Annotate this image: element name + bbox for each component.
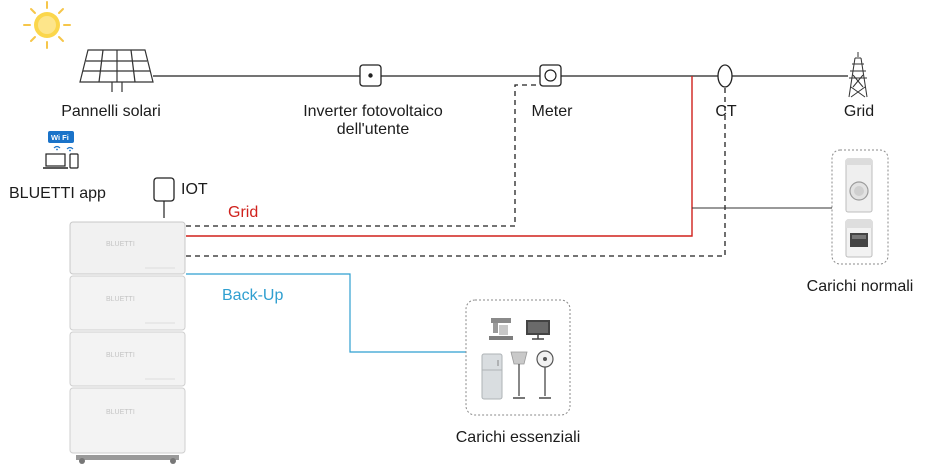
brand-label: BLUETTI	[106, 352, 135, 359]
grid-line-label: Grid	[228, 204, 259, 221]
brand-label: BLUETTI	[106, 296, 135, 303]
iot-module-icon	[153, 177, 175, 218]
ct-signal-line	[186, 87, 726, 257]
grid-node-label: Grid	[843, 103, 875, 120]
floor-lamp-icon	[510, 351, 528, 399]
user-inverter-label-line1: Inverter fotovoltaico	[303, 103, 443, 120]
normal-loads-label: Carichi normali	[806, 278, 914, 295]
brand-label: BLUETTI	[106, 409, 135, 416]
backup-line	[186, 273, 466, 353]
oven-icon	[845, 219, 873, 258]
essential-loads-group	[465, 299, 571, 416]
kitchen-mixer-icon	[489, 318, 513, 340]
transmission-tower-icon	[848, 52, 868, 98]
inverter-icon	[359, 64, 382, 87]
standing-fan-icon	[536, 350, 554, 399]
battery-stack: BLUETTI BLUETTI BLUETTI BLUETTI	[69, 221, 186, 464]
ct-label: CT	[715, 103, 737, 120]
meter-label: Meter	[531, 103, 573, 120]
normal-loads-group	[831, 149, 889, 265]
meter-icon	[539, 64, 562, 87]
sun-icon	[23, 1, 71, 49]
backup-line-label: Back-Up	[222, 287, 284, 304]
refrigerator-icon	[481, 353, 503, 400]
grid-connection-line	[186, 76, 693, 237]
app-devices-icon: Wi Fi	[43, 131, 79, 169]
washing-machine-icon	[845, 158, 873, 213]
ct-sensor-icon	[717, 64, 733, 88]
brand-label: BLUETTI	[106, 241, 135, 248]
user-inverter-label-line2: dell'utente	[336, 121, 410, 138]
meter-signal-line	[186, 84, 540, 227]
solar-panels-label: Pannelli solari	[61, 103, 161, 120]
app-label: BLUETTI app	[9, 185, 106, 202]
solar-panel-icon	[79, 49, 154, 92]
tv-icon	[526, 320, 550, 340]
essential-loads-label: Carichi essenziali	[455, 429, 581, 446]
iot-label: IOT	[181, 181, 208, 198]
wifi-badge-text: Wi Fi	[51, 133, 69, 142]
